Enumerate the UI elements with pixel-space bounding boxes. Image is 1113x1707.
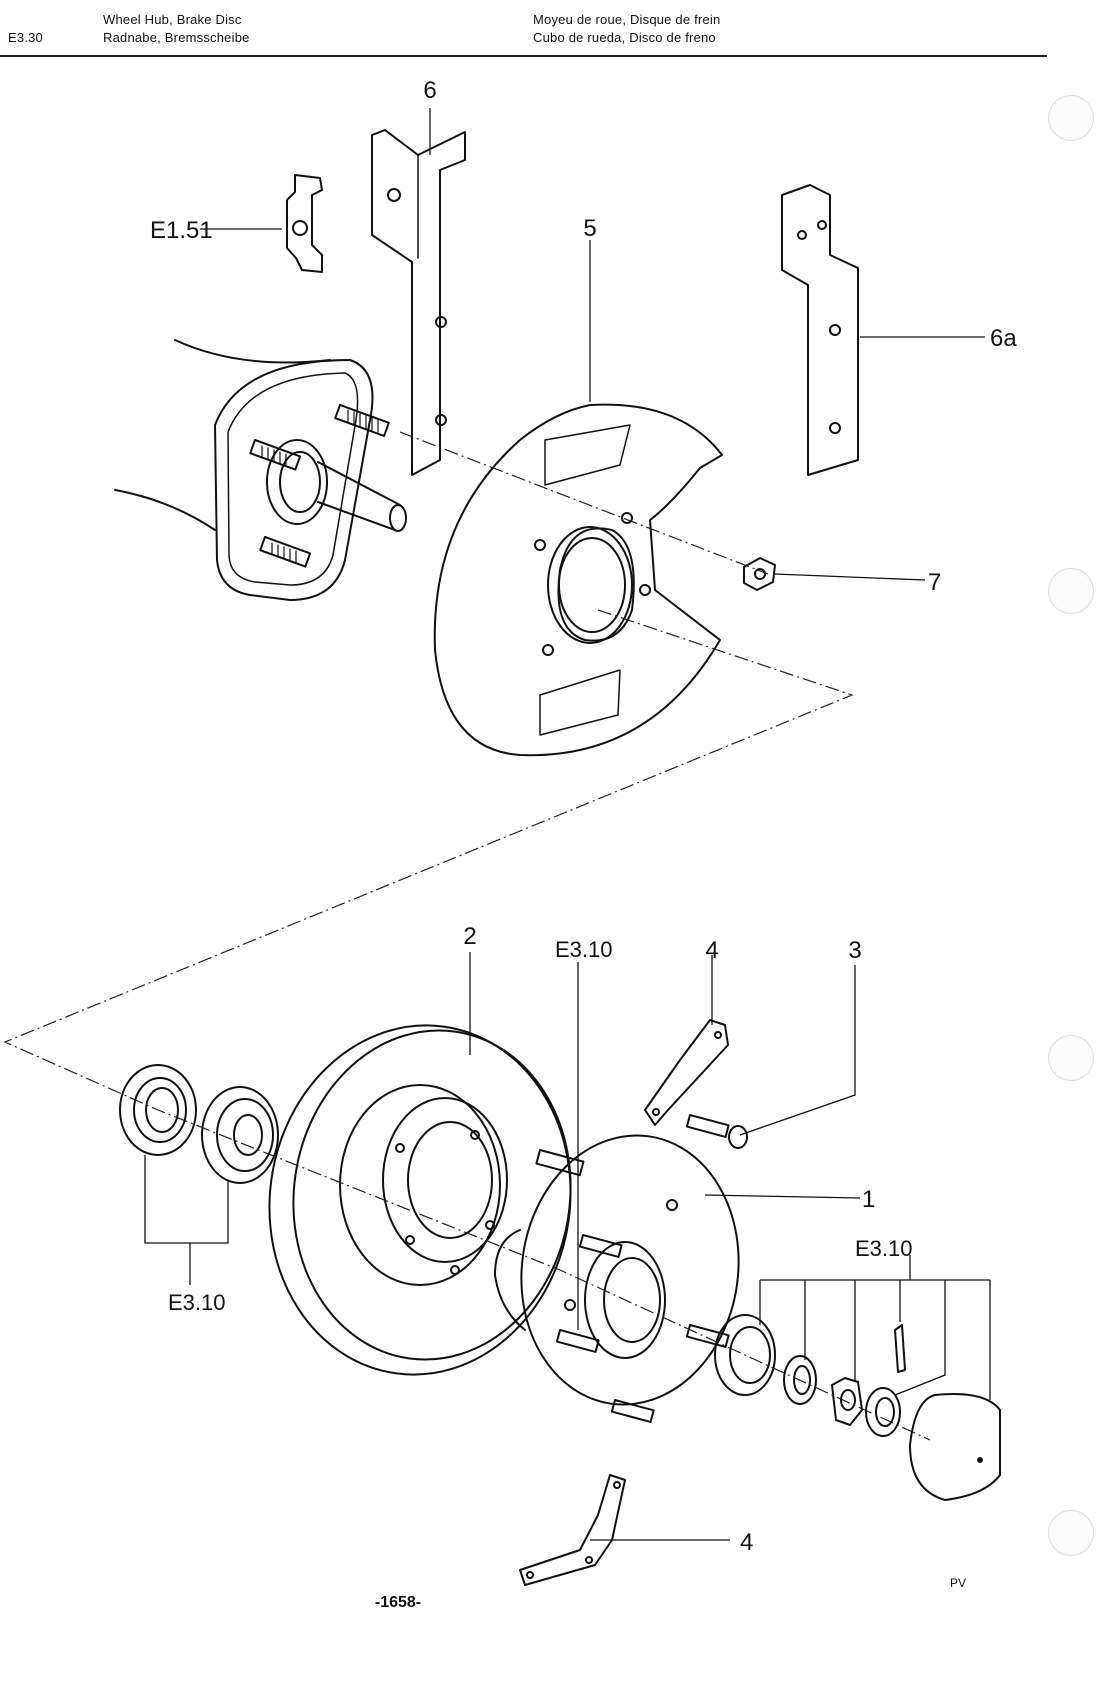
- callout-2: 2: [463, 923, 476, 950]
- thrust-washer: [783, 1355, 817, 1405]
- title-spanish: Cubo de rueda, Disco de freno: [533, 30, 716, 45]
- spindle-nut: [831, 1377, 863, 1426]
- callout-4-top: 4: [705, 937, 718, 964]
- wheel-hub-1: [494, 1134, 740, 1423]
- initials: PV: [950, 1576, 966, 1590]
- callout-e3-10-left: E3.10: [168, 1290, 226, 1315]
- leader-lines: [144, 108, 991, 1541]
- binder-hole-2: [1048, 568, 1094, 614]
- wheel-stud-e3-10: [535, 1149, 585, 1177]
- locking-plate-4-bottom: [519, 1474, 626, 1586]
- callout-7: 7: [928, 569, 941, 596]
- callout-4-bottom: 4: [740, 1529, 753, 1556]
- bracket-6: [371, 129, 466, 476]
- oil-seal: [119, 1064, 197, 1156]
- header-rule: [0, 55, 1047, 57]
- callout-6: 6: [423, 77, 436, 104]
- callout-3: 3: [848, 937, 861, 964]
- callout-e3-10-right: E3.10: [855, 1236, 913, 1261]
- callout-1: 1: [862, 1186, 875, 1213]
- castle-nut-cap: [865, 1387, 901, 1437]
- cotter-pin: [894, 1324, 906, 1373]
- callout-5: 5: [583, 215, 596, 242]
- title-english: Wheel Hub, Brake Disc: [103, 12, 242, 27]
- page-number: -1658-: [375, 1594, 421, 1611]
- inner-bearing: [201, 1086, 279, 1184]
- centerlines: [3, 431, 931, 1441]
- binder-hole-4: [1048, 1510, 1094, 1556]
- bracket-6a: [781, 184, 859, 476]
- outer-bearing: [714, 1314, 776, 1396]
- nut-7: [743, 557, 776, 591]
- hub-stud: [555, 1234, 730, 1423]
- axle-stud-2: [249, 439, 302, 471]
- axle-stud-1: [334, 404, 390, 437]
- callout-6a: 6a: [990, 325, 1017, 352]
- grease-cap: [909, 1393, 1001, 1501]
- splash-shield-5: [433, 403, 723, 757]
- callout-e1-51: E1.51: [150, 217, 213, 244]
- title-german: Radnabe, Bremsscheibe: [103, 30, 250, 45]
- title-french: Moyeu de roue, Disque de frein: [533, 12, 721, 27]
- axle-housing: [114, 339, 407, 601]
- bolt-3: [685, 1113, 748, 1149]
- axle-stud-3: [259, 536, 312, 568]
- callout-e3-10-top: E3.10: [555, 937, 613, 962]
- page-code: E3.30: [8, 30, 43, 45]
- clip-e1-51: [286, 174, 323, 273]
- binder-hole-1: [1048, 95, 1094, 141]
- binder-hole-3: [1048, 1035, 1094, 1081]
- brake-disc-2: [268, 1024, 572, 1376]
- locking-plate-4-top: [644, 1019, 729, 1126]
